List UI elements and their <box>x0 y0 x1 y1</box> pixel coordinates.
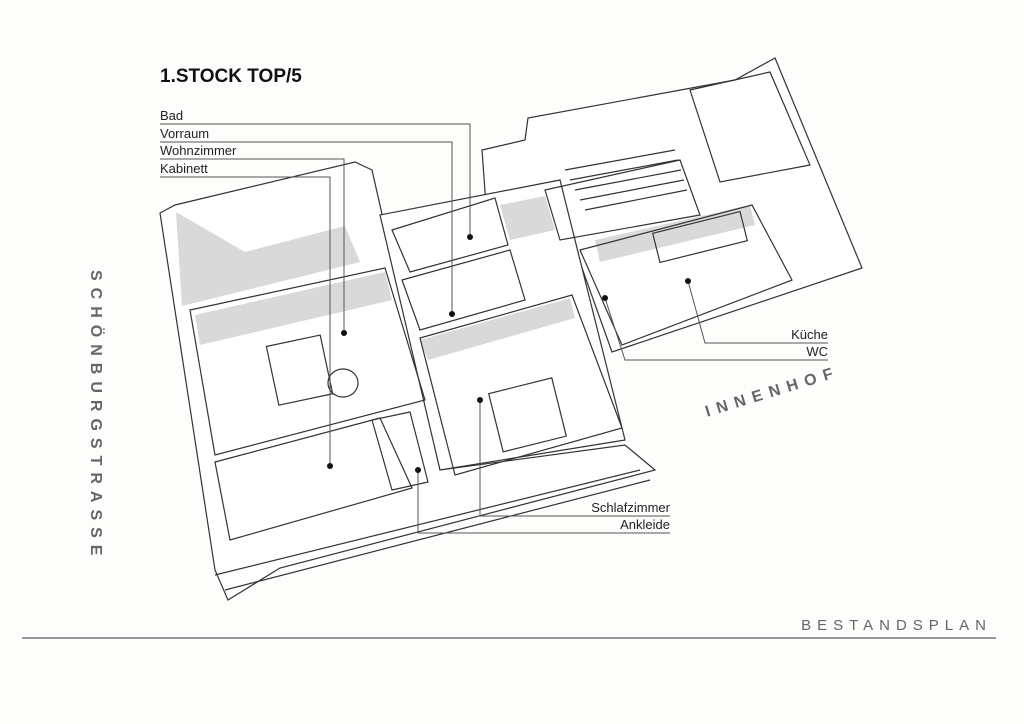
room-wohnzimmer <box>189 267 426 456</box>
leader-ankleide <box>417 470 670 534</box>
shaded-wall-area <box>500 196 555 240</box>
room-ankleide <box>371 411 429 491</box>
plan-type-label: BESTANDSPLAN <box>801 617 992 634</box>
leader-kabinett <box>160 176 331 466</box>
page-title: 1.STOCK TOP/5 <box>160 66 302 87</box>
bed <box>487 377 568 453</box>
leader-kueche <box>687 280 828 344</box>
marker-dot <box>449 311 455 317</box>
stair-core <box>689 71 811 183</box>
shaded-wall-area <box>420 298 575 360</box>
label-wc: WC <box>806 344 828 359</box>
label-schlafzimmer: Schlafzimmer <box>591 500 670 515</box>
marker-dot <box>415 467 421 473</box>
leader-schlafzimmer <box>479 400 670 517</box>
street-label-schoenburgstrasse: SCHÖNBURGSTRASSE <box>87 270 104 563</box>
leader-vorraum <box>160 141 453 314</box>
sofa <box>265 334 334 406</box>
marker-dot <box>467 234 473 240</box>
marker-dot <box>685 278 691 284</box>
label-vorraum: Vorraum <box>160 126 210 141</box>
marker-dot <box>327 463 333 469</box>
leader-bad <box>160 123 471 237</box>
stair-area <box>544 159 701 241</box>
leader-wc <box>604 297 828 361</box>
shaded-wall-area <box>195 272 392 345</box>
marker-dot <box>341 330 347 336</box>
room-kueche <box>579 204 793 346</box>
facade-bottom <box>214 469 651 591</box>
room-bad <box>391 197 509 273</box>
room-vorraum <box>401 249 526 331</box>
stairs <box>564 149 688 211</box>
marker-dot <box>602 295 608 301</box>
label-ankleide: Ankleide <box>620 517 670 532</box>
room-kabinett <box>214 417 413 541</box>
room-schlafzimmer <box>419 294 623 476</box>
label-bad: Bad <box>160 108 184 123</box>
round-table <box>327 368 359 398</box>
label-wohnzimmer: Wohnzimmer <box>160 143 237 158</box>
shaded-wall-area <box>595 205 755 262</box>
kitchen-counter <box>651 210 749 264</box>
marker-dot <box>477 397 483 403</box>
shaded-wall-area <box>176 212 360 306</box>
label-kabinett: Kabinett <box>160 161 208 176</box>
footer-divider <box>22 637 996 639</box>
leader-wohnzimmer <box>160 158 345 333</box>
label-kueche: Küche <box>791 327 828 342</box>
